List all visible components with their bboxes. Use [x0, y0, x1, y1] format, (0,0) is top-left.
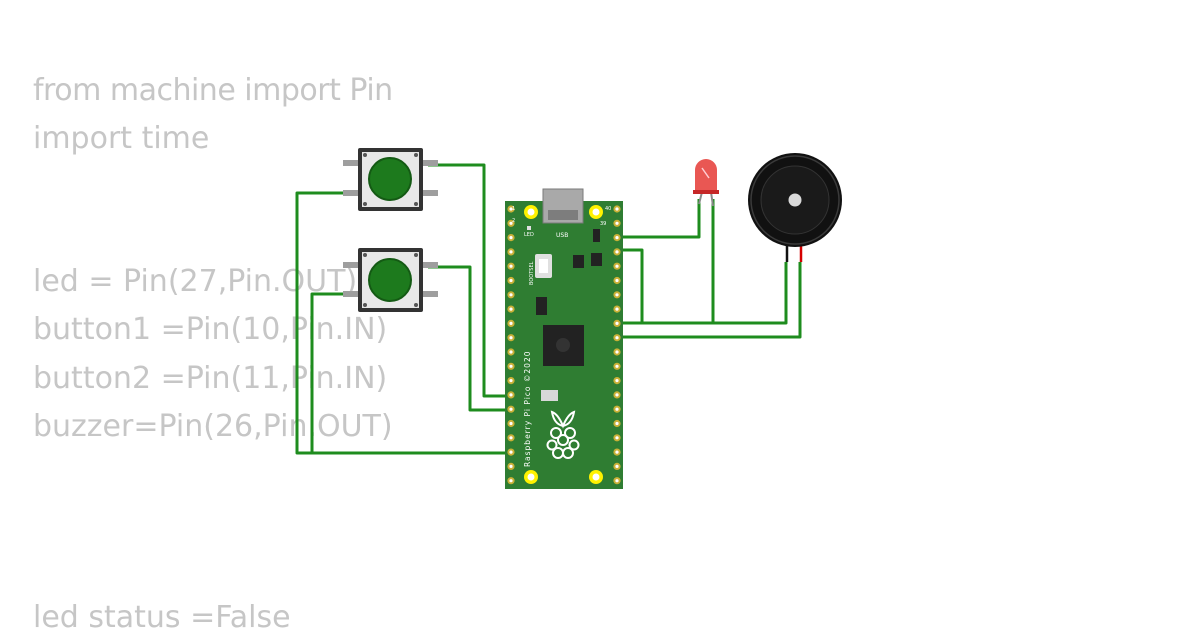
- board-pin-hole: [615, 307, 619, 311]
- board-pin-hole: [615, 250, 619, 254]
- pin-40-label: 40: [605, 206, 611, 212]
- board-pin-hole: [615, 450, 619, 454]
- wires: [295, 163, 802, 455]
- button-1-cap[interactable]: [368, 157, 412, 201]
- board-pin-hole: [615, 264, 619, 268]
- board-pin-hole: [509, 264, 513, 268]
- bootsel-label: BOOTSEL: [529, 261, 535, 285]
- pin-39-label: 39: [600, 221, 606, 227]
- board-pin-hole: [509, 221, 513, 225]
- board-pin-hole: [509, 250, 513, 254]
- board-pin-hole: [509, 379, 513, 383]
- wire-led-gp27[interactable]: [612, 199, 701, 239]
- raspberry-pi-pico[interactable]: USB LED 1 2 40 39 BOOTSEL Raspberry Pi P…: [505, 188, 623, 489]
- board-pin-hole: [615, 364, 619, 368]
- board-pin-hole: [509, 407, 513, 411]
- board-pin-hole: [615, 436, 619, 440]
- raspberry-pi-logo: [546, 410, 580, 459]
- board-pin-hole: [509, 236, 513, 240]
- board-name-label: Raspberry Pi Pico ©2020: [523, 351, 532, 468]
- board-pin-hole: [509, 450, 513, 454]
- board-pin-hole: [615, 336, 619, 340]
- board-pin-hole: [615, 479, 619, 483]
- wire-buzzer-ground[interactable]: [612, 262, 788, 325]
- board-pin-hole: [509, 307, 513, 311]
- push-button-1[interactable]: [343, 148, 438, 211]
- board-pin-hole: [615, 407, 619, 411]
- board-pin-hole: [509, 293, 513, 297]
- pin-2-label: 2: [512, 218, 515, 224]
- code-line-5: button2 =Pin(11,Pin.IN): [33, 361, 387, 396]
- code-line-4: button1 =Pin(10,Pin.IN): [33, 312, 387, 347]
- board-pin-hole: [509, 350, 513, 354]
- board-pin-hole: [615, 278, 619, 283]
- red-led[interactable]: [693, 159, 719, 207]
- board-pin-hole: [509, 278, 513, 283]
- code-line-6: buzzer=Pin(26,Pin.OUT): [33, 409, 393, 444]
- code-line-2: import time: [33, 121, 209, 156]
- code-line-1: from machine import Pin: [33, 73, 393, 108]
- push-button-2[interactable]: [343, 248, 438, 312]
- code-line-3: led = Pin(27,Pin.OUT): [33, 264, 357, 299]
- wire-button2-gp11[interactable]: [428, 265, 514, 412]
- board-pin-hole: [615, 379, 619, 383]
- board-pin-hole: [615, 464, 619, 468]
- board-pin-hole: [615, 236, 619, 240]
- led-label: LED: [524, 232, 534, 238]
- board-pin-hole: [509, 207, 513, 211]
- wire-button2-ground[interactable]: [310, 292, 348, 453]
- wire-button1-gp10[interactable]: [428, 163, 514, 398]
- board-pin-hole: [615, 293, 619, 297]
- board-pin-holes: [507, 205, 621, 485]
- usb-label: USB: [556, 232, 568, 239]
- piezo-buzzer[interactable]: [748, 153, 842, 262]
- board-pin-hole: [615, 221, 619, 225]
- board-pin-hole: [509, 321, 513, 325]
- button-2-cap[interactable]: [368, 258, 412, 302]
- board-pin-hole: [509, 464, 513, 468]
- board-pin-hole: [509, 479, 513, 483]
- board-pin-hole: [615, 393, 619, 397]
- wire-buzzer-gp26[interactable]: [612, 262, 802, 339]
- board-pin-hole: [509, 336, 513, 340]
- pin-1-label: 1: [512, 206, 515, 212]
- board-pin-hole: [615, 350, 619, 354]
- wire-button1-ground[interactable]: [295, 191, 514, 455]
- board-pin-hole: [615, 207, 619, 211]
- board-pin-hole: [615, 321, 619, 325]
- board-pin-hole: [509, 364, 513, 368]
- board-pin-hole: [509, 436, 513, 440]
- board-pin-hole: [509, 393, 513, 397]
- code-line-7: led status =False: [33, 600, 291, 630]
- board-pin-hole: [509, 421, 513, 426]
- board-pin-hole: [615, 421, 619, 426]
